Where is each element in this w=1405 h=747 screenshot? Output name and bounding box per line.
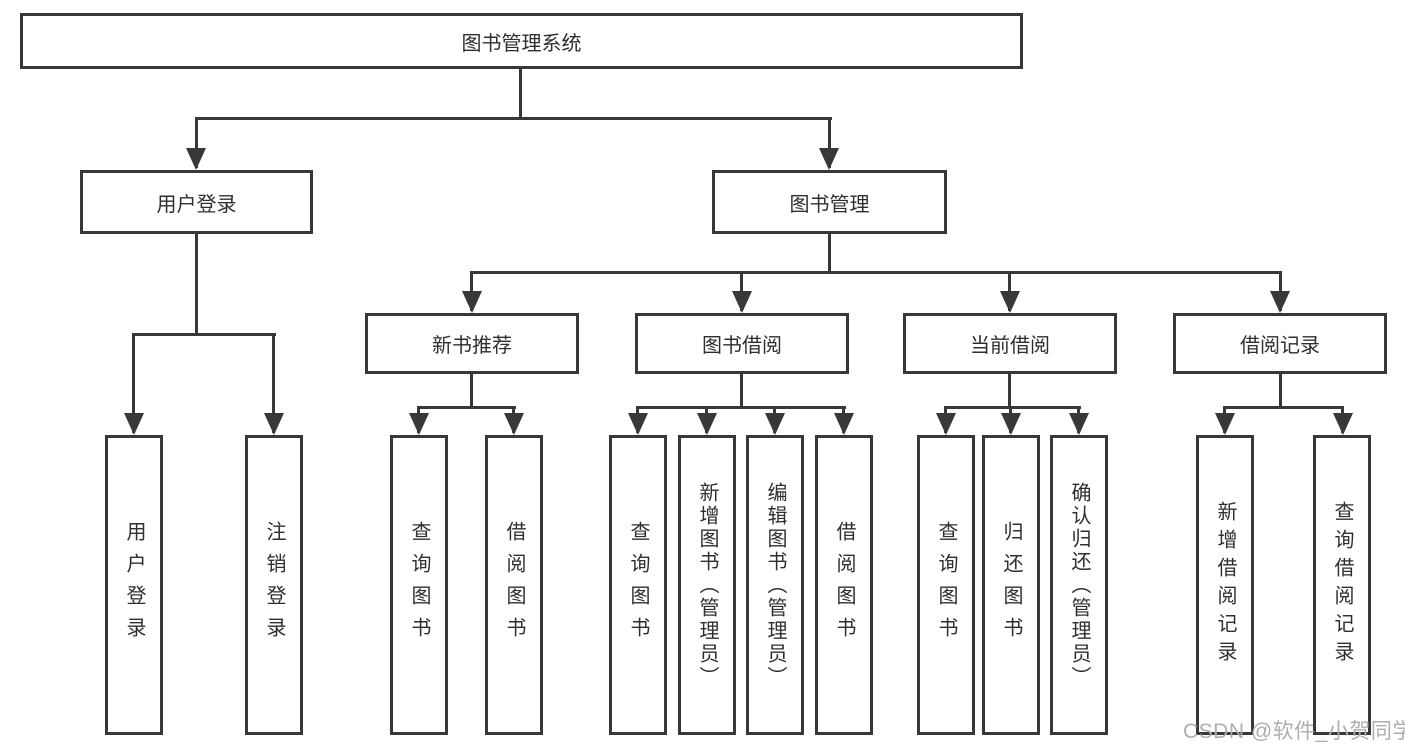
leaf-borrow-books-borrow: 借阅图书 (815, 435, 873, 735)
leaf-query-books-recommend: 查询图书 (390, 435, 448, 735)
leaf-query-books-borrow: 查询图书 (609, 435, 667, 735)
connector-user-login-stem (195, 234, 198, 335)
leaf-query-borrow-record: 查询借阅记录 (1313, 435, 1371, 735)
leaf-add-borrow-record: 新增借阅记录 (1196, 435, 1254, 735)
node-new-book-recommend-label: 新书推荐 (432, 335, 512, 357)
leaf-query-books-recommend-label: 查询图书 (408, 521, 430, 649)
connector-level1-bus (195, 117, 832, 120)
connector-book-borrow-stem (740, 374, 743, 408)
leaf-query-borrow-record-label: 查询借阅记录 (1331, 501, 1353, 669)
leaf-borrow-books-recommend-label: 借阅图书 (503, 521, 525, 649)
leaf-borrow-books-recommend: 借阅图书 (485, 435, 543, 735)
leaf-return-books: 归还图书 (982, 435, 1040, 735)
arrowhead-leaf-7 (936, 413, 956, 435)
connector-current-borrow-split (944, 406, 1081, 409)
arrowhead-leaf-5 (765, 413, 785, 435)
arrowhead-leaf-4 (697, 413, 717, 435)
leaf-query-books-borrow-label: 查询图书 (627, 521, 649, 649)
node-book-borrow: 图书借阅 (635, 313, 849, 374)
node-root-label: 图书管理系统 (461, 32, 582, 55)
arrowhead-leaf-11 (1333, 413, 1353, 435)
leaf-edit-books-admin-label: 编辑图书（管理员） (764, 481, 786, 689)
connector-drop-leaf-user-login (132, 333, 135, 433)
node-current-borrow-label: 当前借阅 (970, 335, 1050, 357)
arrowhead-book-borrow (732, 291, 752, 313)
connector-drop-leaf-logout (272, 333, 275, 433)
connector-book-management-stem (828, 233, 831, 273)
node-book-management-label: 图书管理 (789, 193, 870, 216)
leaf-add-borrow-record-label: 新增借阅记录 (1214, 501, 1236, 669)
arrowhead-book-management (819, 148, 839, 170)
connector-book-borrow-split (636, 406, 846, 409)
arrowhead-leaf-user-login (124, 413, 144, 435)
node-borrow-records: 借阅记录 (1173, 313, 1387, 374)
connector-current-borrow-stem (1008, 374, 1011, 408)
node-root: 图书管理系统 (20, 13, 1023, 69)
arrowhead-current-borrow (1000, 291, 1020, 313)
node-user-login-label: 用户登录 (156, 193, 237, 216)
leaf-edit-books-admin: 编辑图书（管理员） (746, 435, 804, 735)
arrowhead-leaf-2 (504, 413, 524, 435)
arrowhead-leaf-1 (409, 413, 429, 435)
leaf-user-login: 用户登录 (105, 435, 163, 735)
leaf-add-books-admin: 新增图书（管理员） (678, 435, 736, 735)
arrowhead-new-book (462, 291, 482, 313)
connector-root-stem (519, 69, 522, 119)
leaf-confirm-return-admin-label: 确认归还（管理员） (1068, 481, 1090, 689)
connector-drop-book-management (828, 117, 831, 168)
leaf-logout-label: 注销登录 (263, 521, 285, 649)
leaf-query-books-current: 查询图书 (917, 435, 975, 735)
arrowhead-leaf-9 (1069, 413, 1089, 435)
connector-drop-user-login (195, 117, 198, 168)
arrowhead-leaf-6 (834, 413, 854, 435)
connector-level3-bus (470, 271, 1282, 274)
connector-new-book-stem (470, 374, 473, 408)
connector-borrow-records-stem (1279, 374, 1282, 408)
arrowhead-borrow-records (1270, 291, 1290, 313)
arrowhead-leaf-3 (628, 413, 648, 435)
csdn-watermark: CSDN @软件_小贺同学 (1183, 720, 1405, 743)
arrowhead-leaf-10 (1215, 413, 1235, 435)
node-book-management: 图书管理 (712, 170, 947, 234)
connector-user-login-split (132, 333, 276, 336)
node-current-borrow: 当前借阅 (903, 313, 1117, 374)
node-book-borrow-label: 图书借阅 (702, 335, 782, 357)
leaf-logout: 注销登录 (245, 435, 303, 735)
connector-new-book-split (417, 406, 516, 409)
arrowhead-user-login (186, 148, 206, 170)
leaf-borrow-books-borrow-label: 借阅图书 (833, 521, 855, 649)
node-borrow-records-label: 借阅记录 (1240, 335, 1320, 357)
leaf-query-books-current-label: 查询图书 (935, 521, 957, 649)
leaf-user-login-label: 用户登录 (123, 521, 145, 649)
leaf-return-books-label: 归还图书 (1000, 521, 1022, 649)
arrowhead-leaf-8 (1001, 413, 1021, 435)
arrowhead-leaf-logout (264, 413, 284, 435)
leaf-confirm-return-admin: 确认归还（管理员） (1050, 435, 1108, 735)
node-new-book-recommend: 新书推荐 (365, 313, 579, 374)
node-user-login: 用户登录 (80, 170, 313, 234)
connector-borrow-records-split (1223, 406, 1344, 409)
leaf-add-books-admin-label: 新增图书（管理员） (696, 481, 718, 689)
